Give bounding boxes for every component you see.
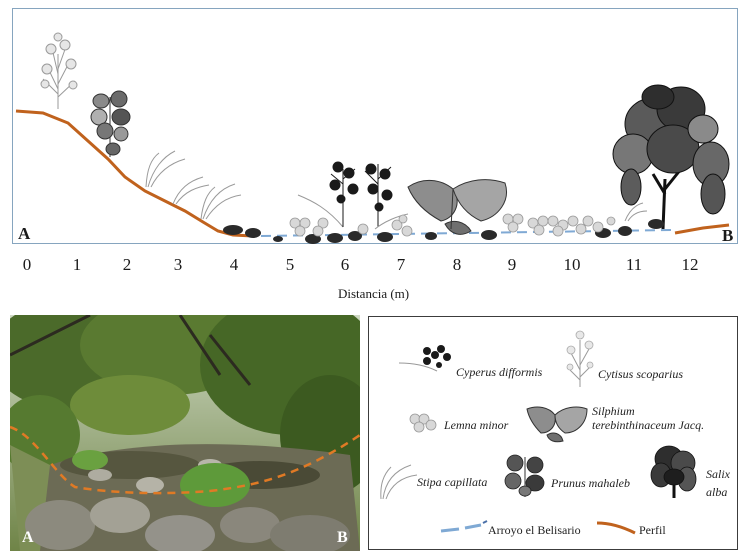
profile-diagram: A B [12,8,738,245]
tick-label: 7 [396,255,406,274]
legend-salix-line2: alba [706,485,728,499]
legend-prunus: Prunus mahaleb [551,476,630,490]
stipa-icon [380,464,418,500]
legend-stipa: Stipa capillata [417,475,488,489]
silphium-plant [407,179,507,235]
tick-label: 10 [563,255,581,274]
cyperus-plants [297,161,409,230]
stream-symbol-icon [440,520,488,533]
tick-label: 1 [72,255,82,274]
tick-label: 8 [452,255,462,274]
legend-cyperus: Cyperus difformis [456,365,543,379]
silphium-icon [526,406,588,443]
tick-label: 2 [122,255,132,274]
salix-tree [612,84,730,230]
profile-drawing [15,32,730,244]
prunus-icon [504,454,545,497]
profile-line [15,109,254,238]
lemna-icon [409,413,437,433]
tick-label: 11 [625,255,643,274]
cytisus-icon [566,330,594,387]
profile-label-a: A [18,224,31,243]
tick-label: 0 [22,255,32,274]
profile-line-right [674,223,730,235]
legend-arroyo: Arroyo el Belisario [488,523,581,537]
prunus-plant [90,90,131,157]
photo-label-a: A [22,529,34,546]
stipa-plants [145,150,242,220]
stipa-small [624,202,648,222]
tick-label: 4 [229,255,239,274]
cyperus-icon [398,345,451,372]
profile-label-b: B [722,226,734,245]
salix-icon [650,445,697,498]
lemna-clusters [289,213,616,237]
species-legend: Cyperus difformis Cytisus scoparius Lemn… [368,316,738,550]
stream-photo: A B [10,315,360,551]
legend-salix-line1: Salix [706,467,730,481]
axis-title: Distancia (m) [338,286,410,301]
photo-label-b: B [337,529,348,546]
tick-label: 6 [340,255,350,274]
profile-symbol-icon [596,521,636,535]
legend-silphium-line2: terebinthinaceum Jacq. [592,418,705,432]
photo-drawing [10,315,360,551]
rocks [223,219,664,244]
legend-lemna: Lemna minor [444,418,509,432]
tick-label: 12 [681,255,699,274]
cytisus-plant [40,32,78,109]
legend-cytisus: Cytisus scoparius [598,367,684,381]
tick-label: 3 [173,255,183,274]
legend-perfil: Perfil [639,523,666,537]
tick-label: 9 [507,255,517,274]
tick-label: 5 [285,255,295,274]
legend-silphium-line1: Silphium [592,404,635,418]
